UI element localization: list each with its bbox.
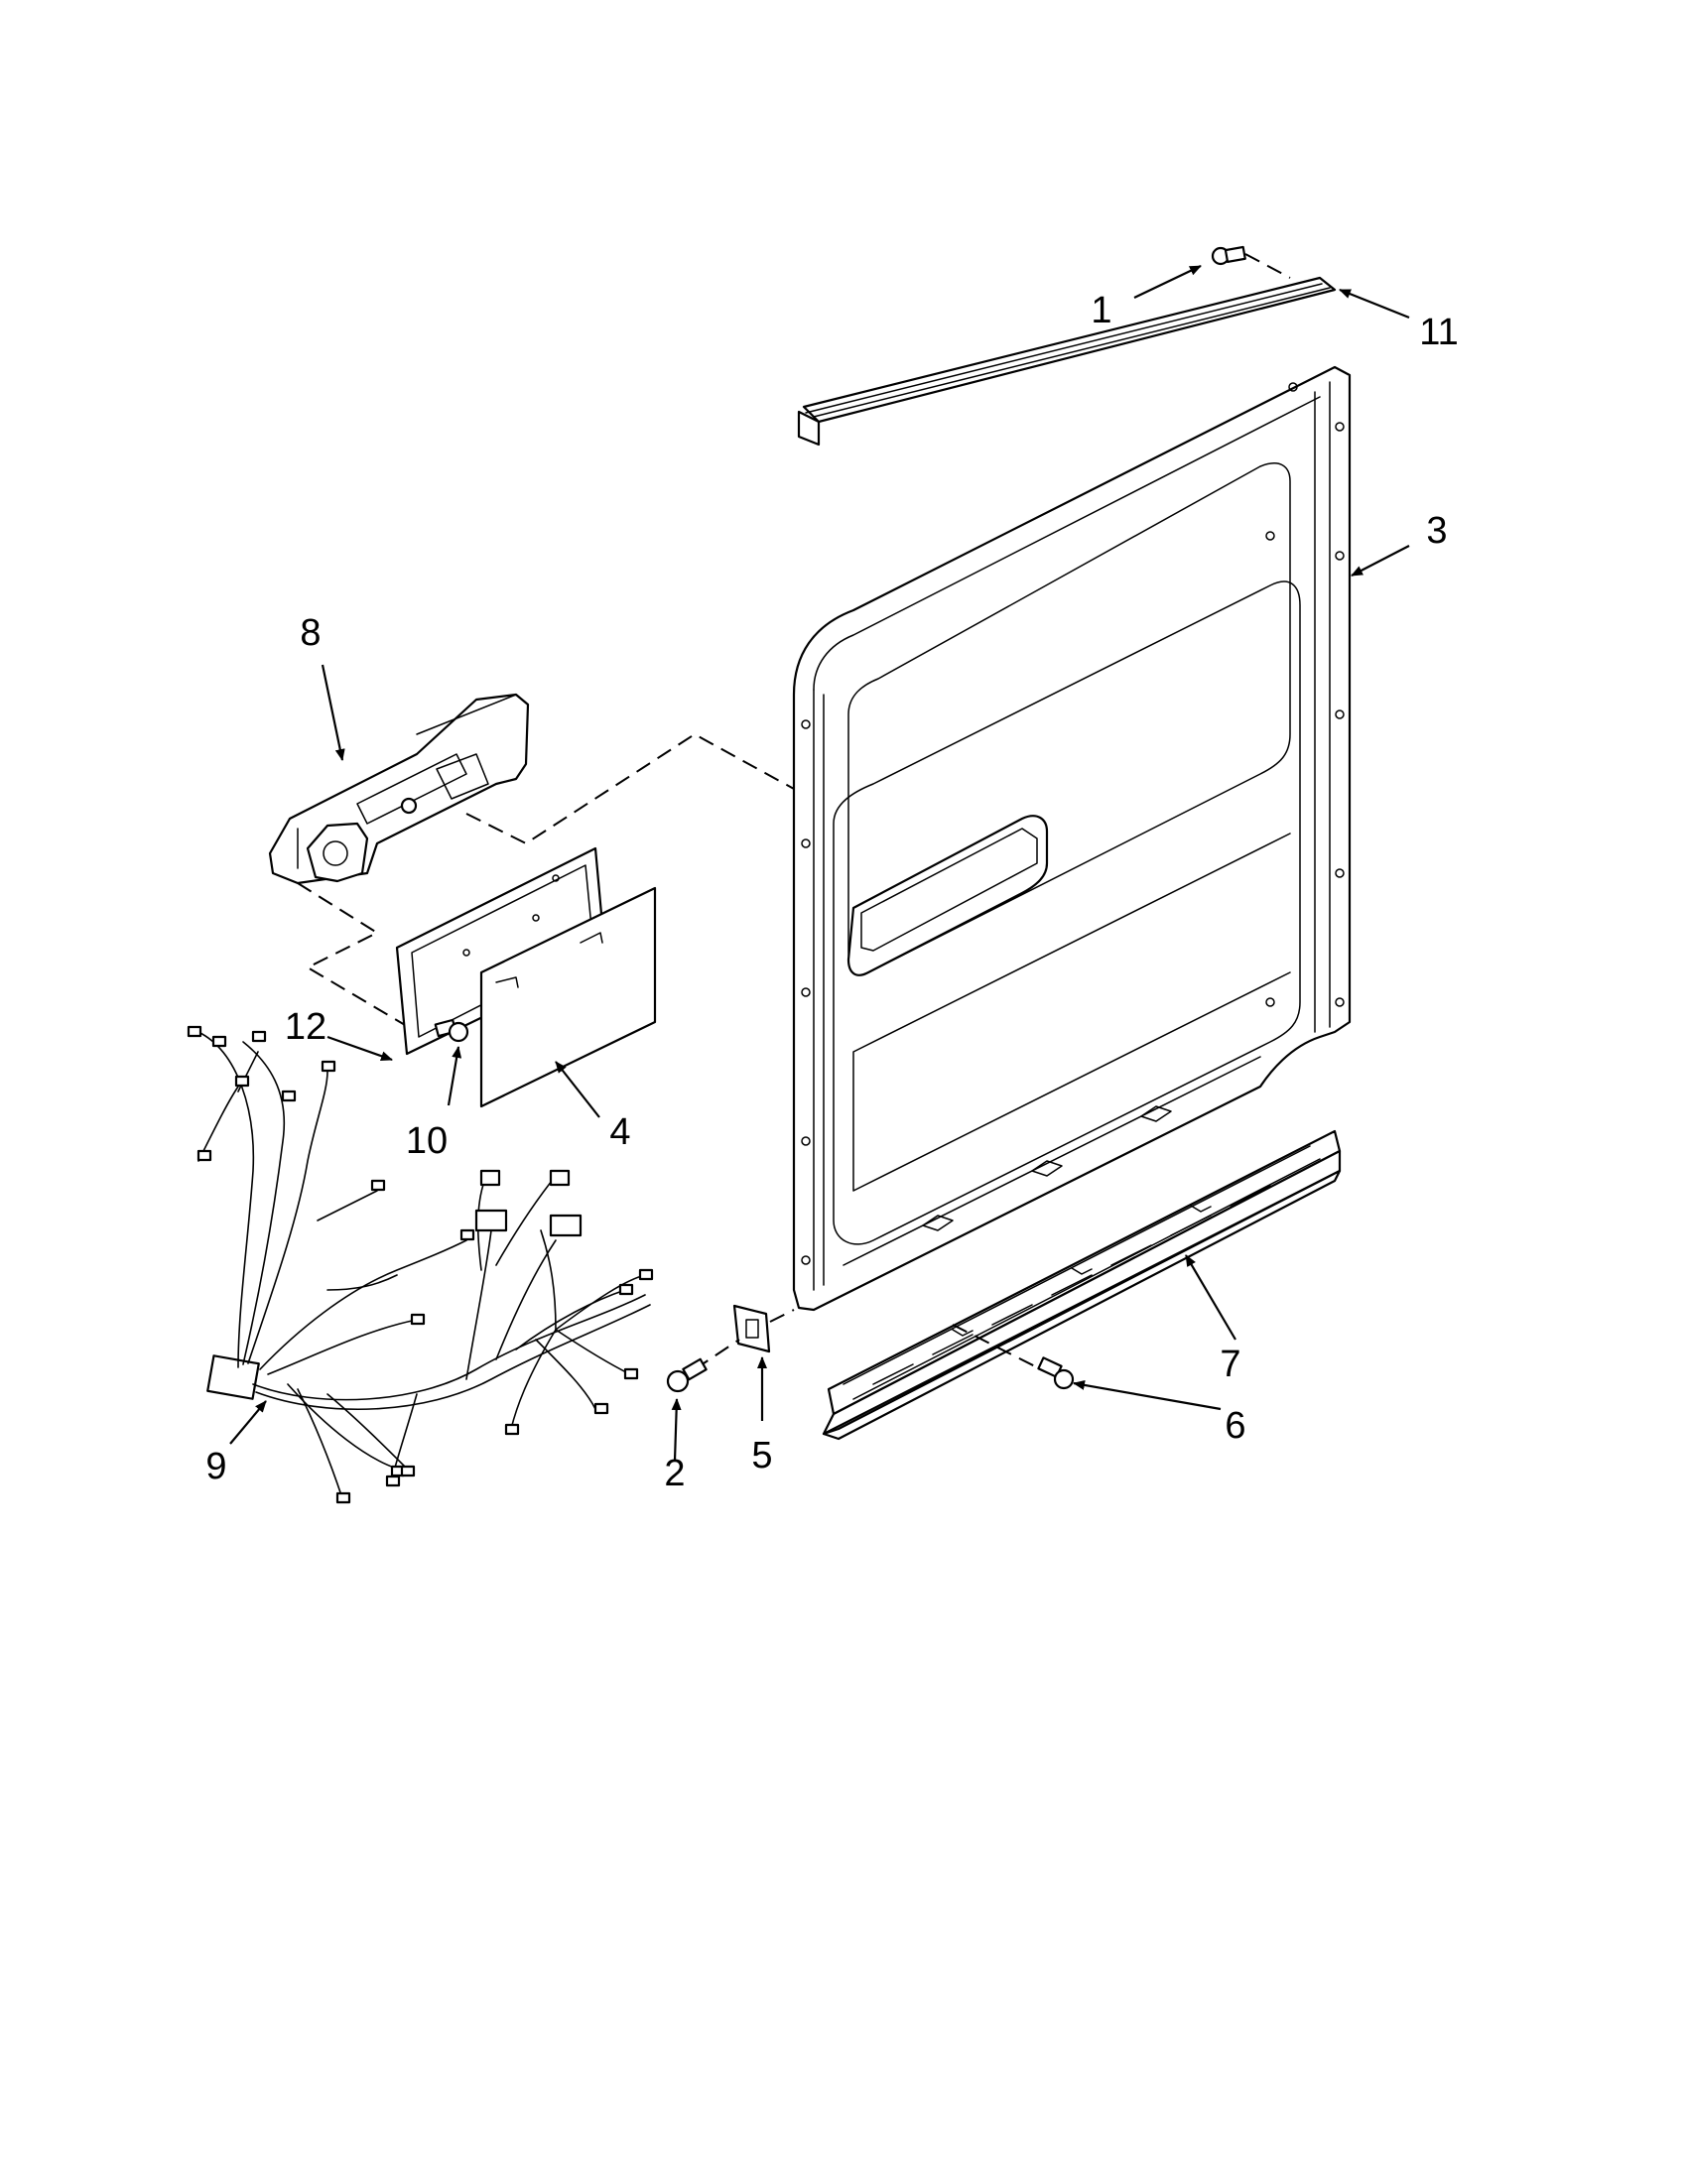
bottom-vent xyxy=(822,1129,1342,1441)
leader-6 xyxy=(1073,1379,1222,1411)
leader-1 xyxy=(1133,265,1202,299)
leader-12 xyxy=(326,1035,393,1062)
vent-screw xyxy=(952,1324,1075,1390)
callout-11: 11 xyxy=(1419,312,1458,353)
leader-lines xyxy=(229,265,1410,1462)
clip-screw xyxy=(666,1339,740,1393)
trim-screw xyxy=(1211,245,1291,279)
module-screw xyxy=(434,1018,469,1043)
leader-11 xyxy=(1339,288,1410,320)
leader-2 xyxy=(671,1398,682,1462)
callout-8: 8 xyxy=(300,612,321,654)
callout-3: 3 xyxy=(1426,510,1447,552)
leader-7 xyxy=(1185,1254,1236,1341)
callout-6: 6 xyxy=(1225,1405,1245,1447)
leader-9 xyxy=(229,1400,267,1445)
door-clip xyxy=(732,1304,795,1353)
insulation-panel xyxy=(479,886,657,1108)
callout-10: 10 xyxy=(406,1120,448,1162)
leader-4 xyxy=(555,1061,600,1118)
callout-labels: 1 2 3 4 5 6 7 8 9 10 11 12 xyxy=(205,290,1458,1494)
leader-3 xyxy=(1351,545,1410,577)
callout-9: 9 xyxy=(205,1446,226,1487)
top-trim-strip xyxy=(797,276,1337,447)
callout-7: 7 xyxy=(1220,1344,1240,1385)
control-module xyxy=(268,693,530,885)
wire-harness xyxy=(187,1025,654,1504)
leader-10 xyxy=(447,1046,462,1106)
callout-4: 4 xyxy=(609,1111,630,1153)
leader-8 xyxy=(321,664,345,761)
callout-12: 12 xyxy=(285,1006,326,1048)
inner-door-panel xyxy=(792,365,1352,1312)
callout-5: 5 xyxy=(751,1435,772,1477)
callout-2: 2 xyxy=(664,1453,685,1494)
callout-1: 1 xyxy=(1091,290,1111,331)
